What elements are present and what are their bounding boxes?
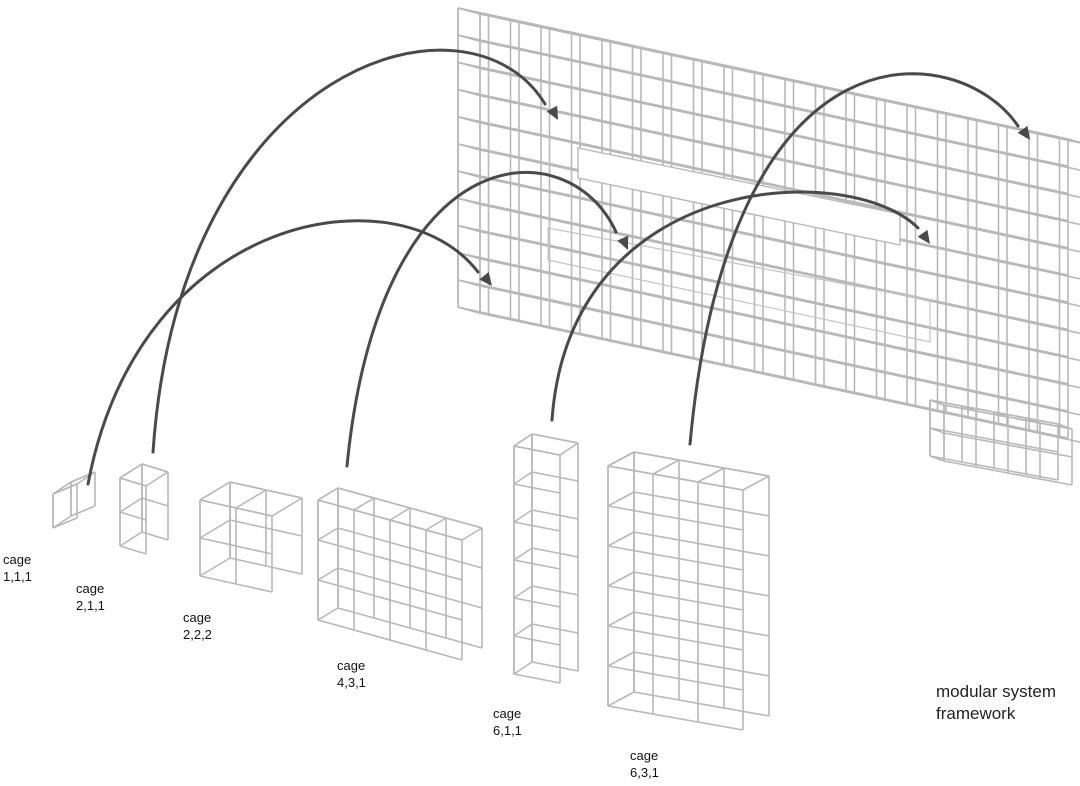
cage-name: cage	[183, 610, 212, 625]
cage-6-3-1	[607, 451, 770, 731]
cage-top-grid	[119, 463, 169, 487]
cage-2-1-1	[119, 463, 169, 555]
arrow-cage-6-3-1	[688, 72, 1030, 446]
cage-dims: 6,1,1	[493, 723, 522, 738]
arrow-arc	[550, 190, 920, 422]
cage-dims: 1,1,1	[3, 569, 32, 584]
arrow-head-icon	[479, 272, 492, 286]
cage-4-3-1	[317, 487, 483, 661]
frame-tab	[929, 399, 1073, 486]
cage-front-grid	[199, 499, 273, 593]
arrow-arc	[345, 170, 618, 468]
cage-side-grid	[199, 481, 231, 577]
frame-front-grid	[457, 7, 1069, 439]
cage-top-grid	[317, 487, 483, 541]
cage-name: cage	[493, 706, 522, 721]
assembled-frame	[457, 7, 1080, 486]
cage-back-grid	[70, 471, 96, 517]
label-cage-2-2-2: cage 2,2,2	[183, 609, 212, 643]
arrow-cage-2-1-1	[151, 48, 558, 454]
cage-front-grid	[52, 483, 78, 529]
arrow-cage-1-1-1	[86, 219, 492, 486]
caption-line-1: modular system	[936, 682, 1056, 701]
cage-2-2-2	[199, 481, 303, 593]
arrow-head-icon	[617, 235, 629, 250]
cage-name: cage	[630, 748, 659, 763]
cage-1-1-1	[52, 471, 96, 529]
cage-name: cage	[3, 552, 32, 567]
arrow-head-icon	[546, 105, 558, 120]
label-cage-1-1-1: cage 1,1,1	[3, 551, 32, 585]
cage-side-grid	[119, 463, 143, 547]
arrow-cage-4-3-1	[345, 170, 629, 468]
label-cage-4-3-1: cage 4,3,1	[337, 657, 366, 691]
cage-front-grid	[929, 399, 1059, 481]
label-cage-6-3-1: cage 6,3,1	[630, 747, 659, 781]
cage-back-grid	[531, 433, 579, 672]
cage-front-grid	[607, 465, 744, 731]
cage-front-grid	[119, 477, 147, 555]
cage-dims: 2,2,2	[183, 627, 212, 642]
cage-side-grid	[52, 481, 72, 529]
cage-side-grid	[317, 487, 339, 621]
cage-front-grid	[513, 445, 561, 684]
cage-dims: 6,3,1	[630, 765, 659, 780]
frame-opening-lower	[547, 227, 931, 343]
cage-back-grid	[633, 451, 770, 717]
cage-front-grid	[317, 499, 463, 661]
arrow-head-icon	[917, 229, 930, 244]
arrow-arc	[688, 72, 1020, 446]
arrow-arc	[151, 48, 547, 454]
frame-assembly	[457, 7, 1080, 486]
diagram-caption: modular system framework	[936, 681, 1056, 725]
arrow-arc	[86, 219, 480, 486]
cage-name: cage	[337, 658, 366, 673]
cage-side-grid	[929, 399, 945, 462]
cage-dims: 2,1,1	[76, 598, 105, 613]
arrow-cage-6-1-1	[550, 190, 930, 422]
label-cage-6-1-1: cage 6,1,1	[493, 705, 522, 739]
label-cage-2-1-1: cage 2,1,1	[76, 580, 105, 614]
arrow-head-icon	[1017, 125, 1030, 140]
cage-name: cage	[76, 581, 105, 596]
cage-dims: 4,3,1	[337, 675, 366, 690]
placement-arrows	[86, 48, 1030, 486]
caption-line-2: framework	[936, 704, 1016, 723]
cage-modules	[52, 433, 770, 731]
cage-6-1-1	[513, 433, 579, 684]
